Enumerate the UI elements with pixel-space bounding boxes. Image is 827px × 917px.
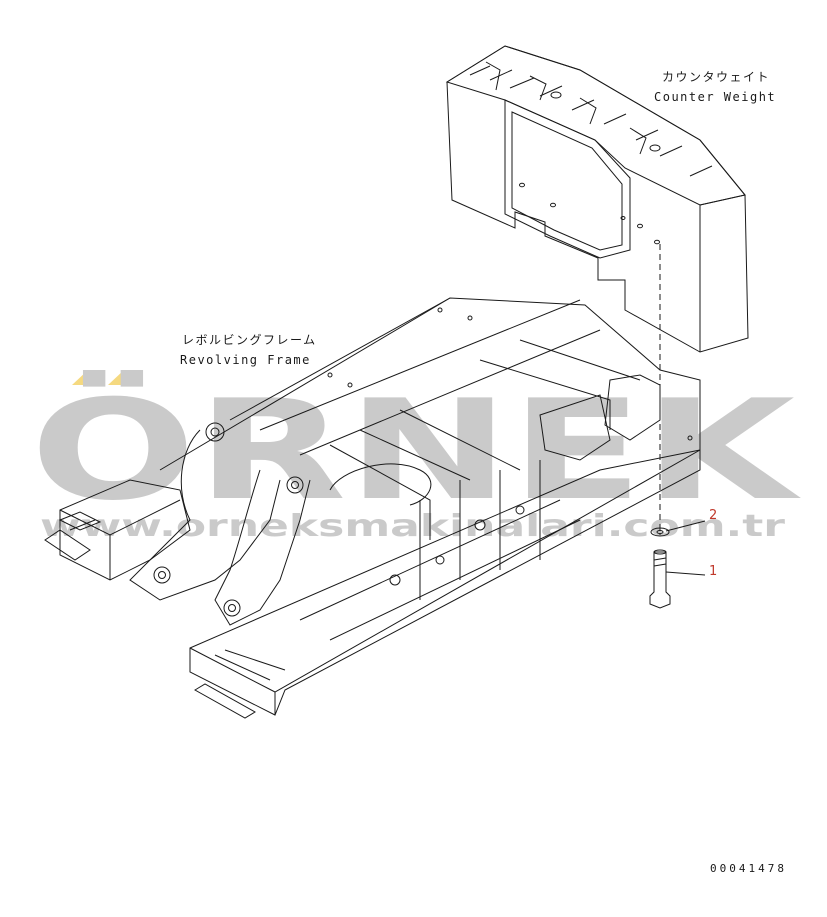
frame-label-jp: レボルビングフレーム <box>182 333 317 347</box>
leader-lines <box>665 520 706 576</box>
watermark: ÖRNEK www.orneksmakinalari.com.tr <box>30 370 802 544</box>
leader-line-2 <box>665 520 706 532</box>
bolt <box>649 551 671 609</box>
watermark-brand: ÖRNEK <box>30 370 802 531</box>
watermark-url: www.orneksmakinalari.com.tr <box>40 509 785 544</box>
callout-number-1: 1 <box>709 564 718 579</box>
washer <box>650 527 670 537</box>
counterweight-drawing <box>445 45 749 353</box>
counterweight-label-jp: カウンタウェイト <box>662 70 771 84</box>
watermark-accent-left <box>72 370 102 385</box>
revolving-frame-drawing <box>44 297 701 719</box>
drawing-number: 00041478 <box>710 862 787 875</box>
counterweight-label-en: Counter Weight <box>654 90 777 104</box>
frame-label-en: Revolving Frame <box>180 353 311 367</box>
callout-number-2: 2 <box>709 508 718 523</box>
watermark-accent-right <box>108 370 138 385</box>
leader-line-1 <box>665 571 706 576</box>
